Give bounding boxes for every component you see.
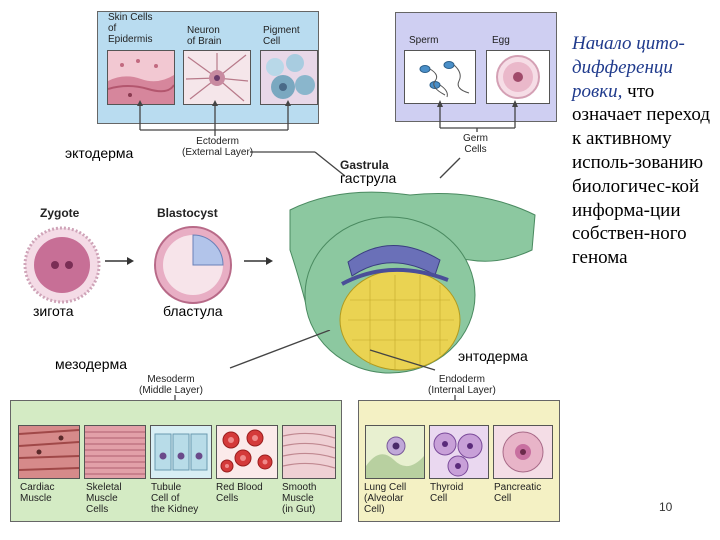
blastocyst-label: Blastocyst xyxy=(157,206,218,220)
side-description-rest: что означает переход к активному исполь-… xyxy=(572,80,711,269)
lung-cell-label: Lung Cell (Alveolar Cell) xyxy=(364,482,407,515)
gastrula-label: Gastrula xyxy=(340,158,389,172)
ectoderm-ru-label: эктодерма xyxy=(65,145,134,161)
pancreatic-cell-image xyxy=(493,425,553,479)
side-description: Начало цито-дифференци ровки, что означа… xyxy=(572,32,718,270)
ectoderm-layer-label: Ectoderm (External Layer) xyxy=(182,136,254,158)
zygote-image xyxy=(23,226,101,304)
neuron-image xyxy=(183,50,251,105)
lung-cell-image xyxy=(365,425,425,479)
cardiac-muscle-image xyxy=(18,425,80,479)
blastocyst-image xyxy=(154,226,232,304)
ectoderm-bracket xyxy=(137,100,346,177)
pancreatic-cell-label: Pancreatic Cell xyxy=(494,482,542,504)
kidney-tubule-label: Tubule Cell of the Kidney xyxy=(151,482,199,515)
egg-label: Egg xyxy=(492,35,510,46)
sperm-label: Sperm xyxy=(409,35,439,46)
egg-image xyxy=(486,50,550,104)
skin-cells-image xyxy=(107,50,175,105)
pigment-cell-label: Pigment Cell xyxy=(263,25,300,47)
zygote-ru-label: зигота xyxy=(33,303,74,319)
germ-cells-layer-label: Germ Cells xyxy=(463,133,488,155)
red-blood-cells-image xyxy=(216,425,278,479)
cardiac-muscle-label: Cardiac Muscle xyxy=(20,482,55,504)
mesoderm-connector xyxy=(229,330,436,371)
skeletal-muscle-image xyxy=(84,425,146,479)
zygote-to-blastocyst-arrow xyxy=(105,257,134,265)
page-number: 10 xyxy=(659,500,673,514)
mesoderm-ru-label: мезодерма xyxy=(55,356,127,372)
gastrula-image xyxy=(289,191,536,374)
thyroid-cell-label: Thyroid Cell xyxy=(430,482,464,504)
endoderm-layer-label: Endoderm (Internal Layer) xyxy=(428,374,496,396)
blastocyst-to-gastrula-arrow xyxy=(244,257,273,265)
blastocyst-ru-label: бластула xyxy=(163,303,223,319)
pigment-cell-image xyxy=(260,50,318,105)
smooth-muscle-image xyxy=(282,425,336,479)
side-description-italic: Начало цито-дифференци ровки, xyxy=(572,33,685,102)
gastrula-ru-label: гаструла xyxy=(340,170,397,186)
skeletal-muscle-label: Skeletal Muscle Cells xyxy=(86,482,122,515)
endoderm-ru-label: энтодерма xyxy=(458,348,528,364)
smooth-muscle-label: Smooth Muscle (in Gut) xyxy=(282,482,317,515)
red-blood-cells-label: Red Blood Cells xyxy=(216,482,263,504)
thyroid-cell-image xyxy=(429,425,489,479)
sperm-image xyxy=(404,50,476,104)
kidney-tubule-image xyxy=(150,425,212,479)
germ-bracket xyxy=(437,100,518,179)
zygote-label: Zygote xyxy=(40,206,80,220)
neuron-label: Neuron of Brain xyxy=(187,25,222,47)
skin-cells-label: Skin Cells of Epidermis xyxy=(108,12,153,45)
mesoderm-layer-label: Mesoderm (Middle Layer) xyxy=(139,374,203,396)
